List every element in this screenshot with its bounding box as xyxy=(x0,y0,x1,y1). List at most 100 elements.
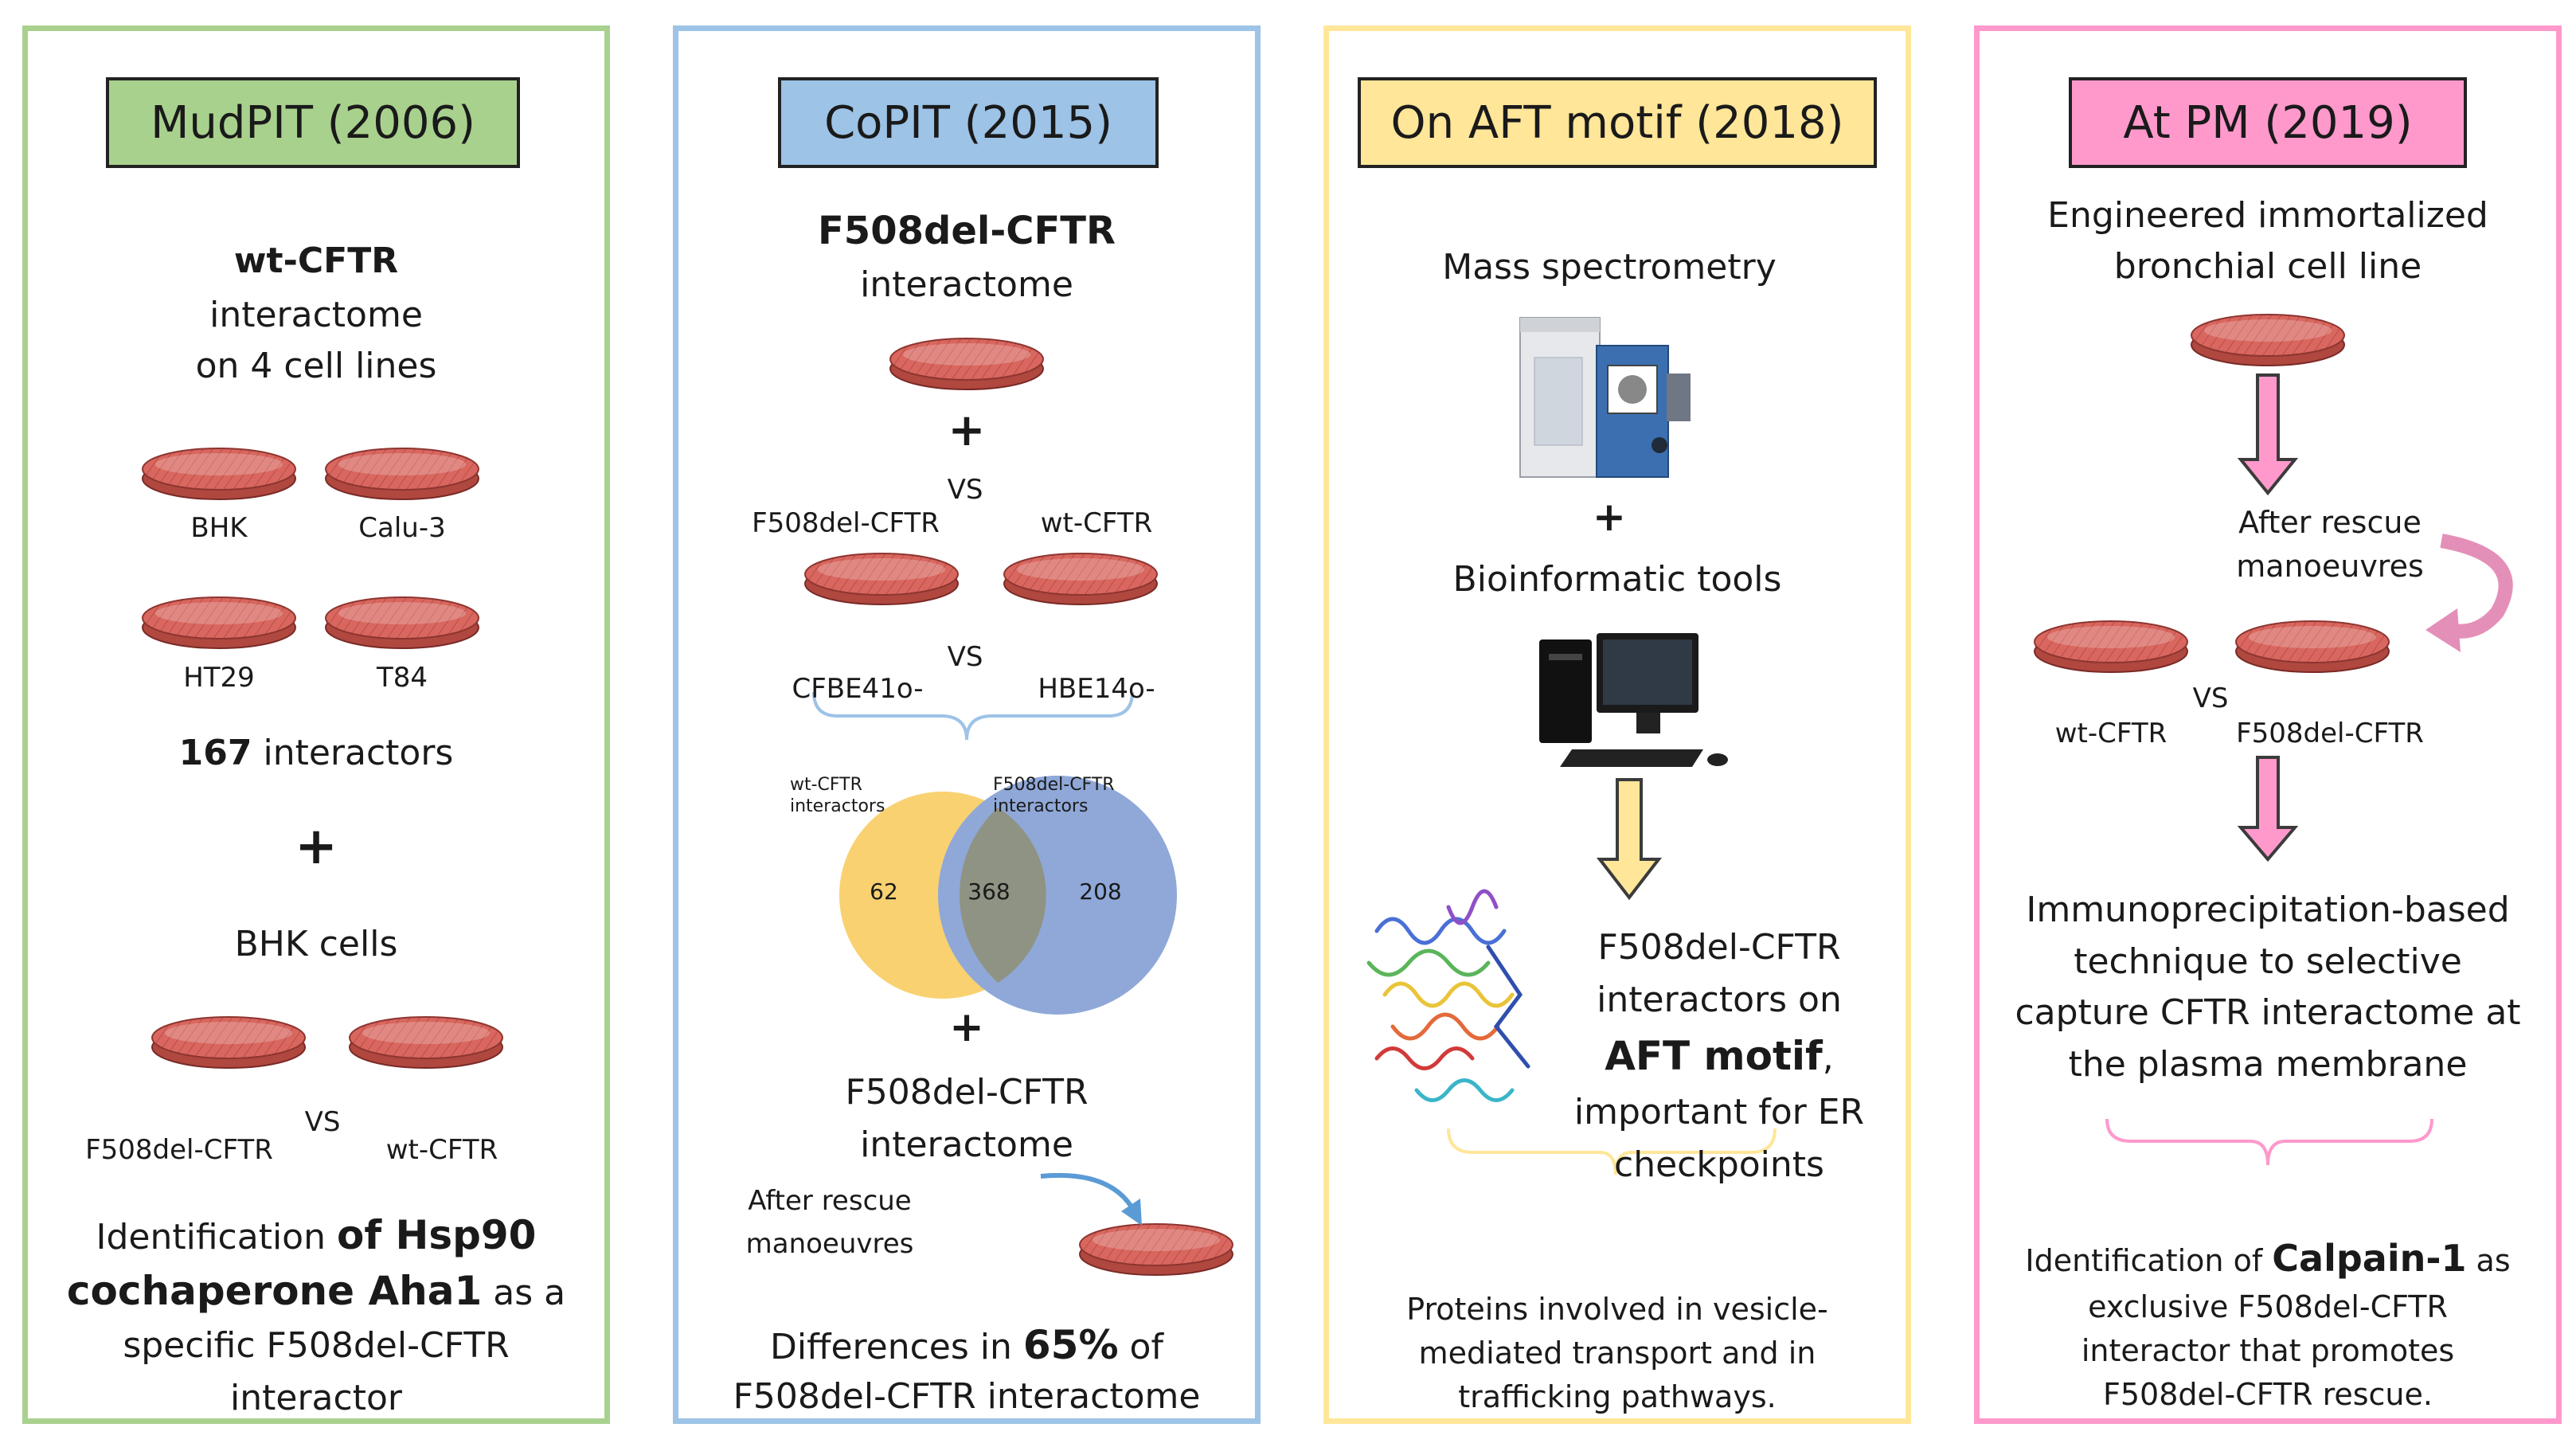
result-text: Identification of xyxy=(2025,1243,2273,1278)
rescue-line2: manoeuvres xyxy=(2236,549,2424,585)
left-label-2: CFBE41o- xyxy=(792,673,924,705)
diff-text: Differences in xyxy=(770,1327,1023,1367)
venn-overlap xyxy=(959,808,1046,983)
result-text-end: as xyxy=(2466,1243,2511,1278)
plus-sign-2: + xyxy=(949,1003,984,1051)
dish-hbe xyxy=(1003,553,1158,605)
rescue-line1: After rescue xyxy=(2238,505,2422,540)
desc-line5: checkpoints xyxy=(1614,1144,1824,1185)
curved-arrow xyxy=(2440,534,2513,639)
vs-label-2: VS xyxy=(947,641,983,673)
at-pm-graphics xyxy=(2034,314,2513,1166)
dish-bhk xyxy=(142,448,296,500)
count-label: interactors xyxy=(263,733,454,773)
desc-line3: AFT motif, xyxy=(1528,1027,1910,1086)
right-label: F508del-CFTR xyxy=(2236,718,2424,749)
aft-motif-bold: AFT motif xyxy=(1605,1033,1823,1079)
cell-label-ht29: HT29 xyxy=(183,662,255,694)
dish-f508del xyxy=(151,1016,306,1069)
venn-left-value: 62 xyxy=(870,878,898,905)
panel-mudpit: MudPIT (2006) wt-CFTR interactome on 4 c… xyxy=(22,25,610,1424)
dish-rescue xyxy=(1079,1223,1233,1276)
desc-line4: important for ER xyxy=(1573,1092,1865,1132)
subject-sub: interactome xyxy=(860,264,1073,305)
venn-right-title-1: F508del-CFTR xyxy=(993,775,1115,795)
curved-arrowhead xyxy=(2426,608,2461,652)
result-line1: Proteins involved in vesicle- xyxy=(1406,1292,1828,1327)
vs-label: VS xyxy=(304,1106,341,1138)
panel-at-pm: At PM (2019) Engineered immortalized bro… xyxy=(1974,25,2562,1424)
plus-sign-1: + xyxy=(948,405,986,456)
panel-title: At PM (2019) xyxy=(2069,77,2467,168)
result-line2: cochaperone Aha1 as a xyxy=(28,1267,604,1316)
dish-t84 xyxy=(325,596,479,649)
cell-label-calu3: Calu-3 xyxy=(358,512,446,544)
subject-label: wt-CFTR xyxy=(233,241,399,281)
rescue-arrowhead xyxy=(1121,1199,1142,1226)
left-label-1: F508del-CFTR xyxy=(752,507,940,539)
dish-calu3 xyxy=(325,448,479,500)
left-cell-label: F508del-CFTR xyxy=(85,1134,273,1166)
dish-f508del xyxy=(2235,620,2390,673)
rescue-line2: manoeuvres xyxy=(745,1228,914,1261)
desc-line4: the plasma membrane xyxy=(2068,1044,2468,1085)
result-line3: specific F508del-CFTR xyxy=(123,1325,510,1366)
protein-structure-icon xyxy=(1366,889,1530,1102)
rescue-line1: After rescue xyxy=(748,1185,912,1217)
mass-spectrometer-icon xyxy=(1519,317,1691,478)
result-line1: Identification of Calpain-1 as xyxy=(1980,1232,2556,1285)
panel-title: On AFT motif (2018) xyxy=(1358,77,1877,168)
desc-comma: , xyxy=(1822,1038,1834,1078)
panel-aft-motif: On AFT motif (2018) Mass spectrometry xyxy=(1323,25,1911,1424)
interactome-line2: interactome xyxy=(860,1124,1073,1165)
difference-line1: Differences in 65% of xyxy=(678,1321,1255,1370)
interactor-count: 167 interactors xyxy=(28,732,604,775)
result-bold: cochaperone Aha1 xyxy=(66,1268,483,1314)
desc-line2: technique to selective xyxy=(2074,941,2462,982)
vs-label: VS xyxy=(2192,682,2229,714)
panel-title: CoPIT (2015) xyxy=(778,77,1159,168)
vs-label-1: VS xyxy=(947,474,983,506)
bhk-cells-label: BHK cells xyxy=(234,924,398,964)
venn-left-title-1: wt-CFTR xyxy=(790,775,862,795)
aft-result: Proteins involved in vesicle- mediated t… xyxy=(1329,1288,1906,1419)
brace xyxy=(812,691,1134,741)
diff-percent: 65% xyxy=(1022,1322,1119,1368)
result-bold: of Hsp90 xyxy=(336,1212,537,1258)
brace xyxy=(2105,1118,2433,1166)
panel-copit: CoPIT (2015) F508del-CFTR interactome + … xyxy=(673,25,1261,1424)
left-label: wt-CFTR xyxy=(2054,718,2168,749)
calpain-bold: Calpain-1 xyxy=(2272,1237,2467,1280)
rescue-label: After rescue manoeuvres xyxy=(710,1179,949,1266)
subject-sub1: interactome xyxy=(209,295,423,335)
down-arrow xyxy=(1596,778,1663,901)
right-label-2: HBE14o- xyxy=(1038,673,1155,705)
cell-dishes xyxy=(142,448,503,1069)
mass-spec-label: Mass spectrometry xyxy=(1442,247,1777,287)
desc-line1: F508del-CFTR xyxy=(1597,927,1841,968)
venn-right-title: F508del-CFTR interactors xyxy=(993,775,1152,818)
diff-text-end: of xyxy=(1118,1327,1163,1367)
dish-cfbe xyxy=(804,553,959,605)
venn-left-title-2: interactors xyxy=(790,796,885,816)
dish-cell-line xyxy=(2191,314,2345,366)
aft-graphics xyxy=(1366,317,1777,1175)
interactome-line1: F508del-CFTR xyxy=(845,1072,1089,1113)
venn-right-value: 208 xyxy=(1079,878,1122,905)
desc-line1: Immunoprecipitation-based xyxy=(2026,890,2510,930)
dish-wt xyxy=(2034,620,2188,673)
ip-description: Immunoprecipitation-based technique to s… xyxy=(1980,885,2556,1091)
bioinformatic-label: Bioinformatic tools xyxy=(1452,559,1782,600)
brace xyxy=(1447,1128,1777,1175)
desc-line3: capture CFTR interactome at xyxy=(2015,992,2521,1034)
subject-sub2: on 4 cell lines xyxy=(195,346,437,386)
venn-overlap-value: 368 xyxy=(967,878,1010,905)
sub-line2: bronchial cell line xyxy=(2113,245,2422,287)
aft-description: F508del-CFTR interactors on AFT motif, i… xyxy=(1528,921,1910,1191)
result-line3: trafficking pathways. xyxy=(1458,1379,1777,1415)
down-arrow-2 xyxy=(2237,756,2299,862)
down-arrow-1 xyxy=(2237,374,2299,496)
copit-graphics xyxy=(804,338,1233,1276)
result-text: as a xyxy=(482,1273,566,1313)
plus-sign: + xyxy=(1593,494,1626,540)
